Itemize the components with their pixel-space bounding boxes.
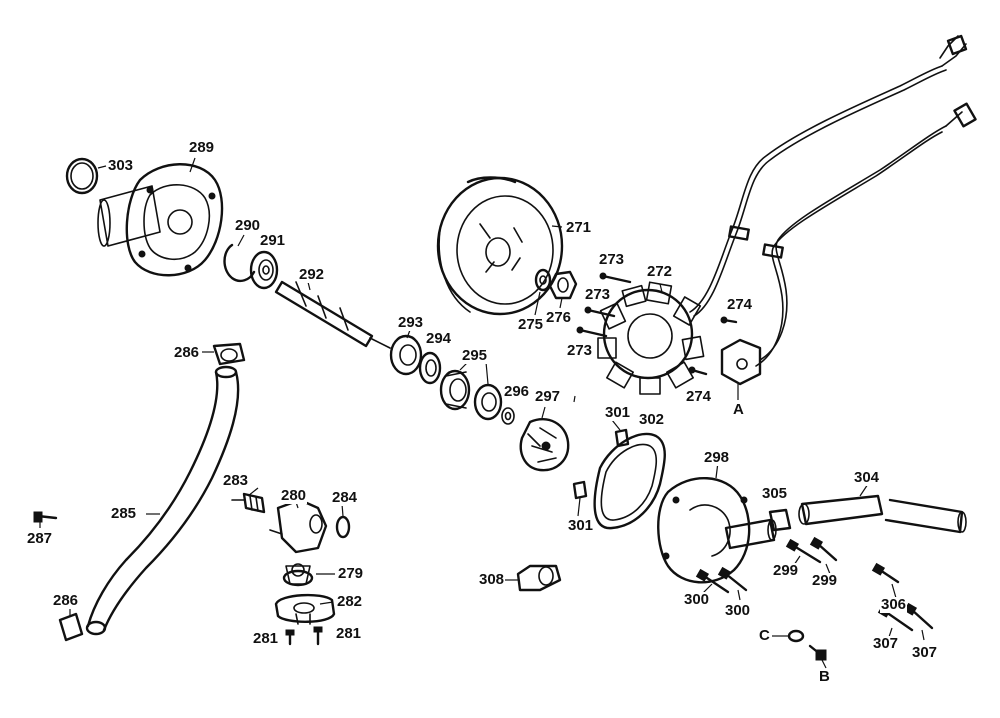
- label-274-upper: 274: [726, 296, 754, 313]
- label-273-top: 273: [598, 251, 626, 268]
- label-299-left: 299: [772, 562, 800, 579]
- part-272-stator: [597, 281, 705, 395]
- part-301-dowels: [572, 428, 630, 500]
- part-298-pump-cover: [657, 461, 777, 584]
- wiring-harness: [689, 34, 977, 367]
- label-281-right: 281: [335, 625, 363, 642]
- part-308-clip: [504, 564, 562, 592]
- label-301-top: 301: [604, 404, 632, 421]
- label-290: 290: [234, 217, 262, 234]
- part-296-washer: [501, 407, 515, 425]
- label-274-lower: 274: [685, 388, 713, 405]
- label-292: 292: [298, 266, 326, 283]
- part-289-pump-cover: [97, 157, 224, 277]
- label-271: 271: [565, 219, 593, 236]
- part-282-cover: [274, 593, 336, 625]
- label-285: 285: [110, 505, 138, 522]
- part-295-mechanical-seal: [439, 361, 503, 421]
- part-287-bolt: [33, 511, 58, 523]
- part-279-thermostat: [282, 563, 314, 587]
- label-300-left: 300: [683, 591, 711, 608]
- label-301-bottom: 301: [567, 517, 595, 534]
- part-299-bolts: [785, 536, 838, 564]
- part-294-seal: [418, 351, 442, 385]
- part-271-flywheel: [436, 176, 564, 316]
- pulser-pickup: [720, 338, 762, 400]
- part-285-hose: [85, 365, 240, 636]
- label-303: 303: [107, 157, 135, 174]
- part-300-bolts: [695, 566, 748, 594]
- part-291-bearing: [249, 250, 279, 290]
- label-287: 287: [26, 530, 54, 547]
- part-305-clamp: [768, 508, 792, 532]
- label-276: 276: [545, 309, 573, 326]
- label-298: 298: [703, 449, 731, 466]
- label-280: 280: [280, 487, 308, 504]
- part-297-impeller: [519, 406, 570, 472]
- label-282: 282: [336, 593, 364, 610]
- label-286-bottom: 286: [52, 592, 80, 609]
- part-281-bolts: [285, 626, 323, 646]
- label-305: 305: [761, 485, 789, 502]
- part-290-circlip: [223, 234, 256, 283]
- part-306-bolt: [871, 562, 900, 584]
- part-284-o-ring: [335, 515, 351, 539]
- label-281-left: 281: [252, 630, 280, 647]
- label-299-right: 299: [811, 572, 839, 589]
- part-303-o-ring: [65, 157, 107, 195]
- label-283: 283: [222, 472, 250, 489]
- label-297: 297: [534, 388, 562, 405]
- part-302-gasket: [593, 432, 666, 530]
- label-273-middle: 273: [584, 286, 612, 303]
- label-295: 295: [461, 347, 489, 364]
- ref-b-bolt: [808, 644, 827, 661]
- part-276-nut: [548, 270, 578, 309]
- label-ref-a: A: [732, 401, 745, 418]
- part-286-clamp-top: [212, 342, 246, 366]
- part-274-screws: [688, 316, 738, 376]
- part-286-clamp-bottom: [58, 608, 84, 642]
- label-293: 293: [397, 314, 425, 331]
- label-291: 291: [259, 232, 287, 249]
- label-294: 294: [425, 330, 453, 347]
- part-283-temp-sensor: [231, 492, 266, 514]
- part-292-shaft: [274, 280, 391, 349]
- part-273-screws: [576, 272, 632, 338]
- label-275: 275: [517, 316, 545, 333]
- label-302: 302: [638, 411, 666, 428]
- label-286-top: 286: [173, 344, 201, 361]
- label-308: 308: [478, 571, 506, 588]
- label-ref-b: B: [818, 668, 831, 685]
- ref-c-washer: [772, 629, 805, 643]
- part-293-bearing: [389, 329, 423, 376]
- label-307-right: 307: [911, 644, 939, 661]
- label-272: 272: [646, 263, 674, 280]
- label-ref-c: C: [758, 627, 771, 644]
- label-300-right: 300: [724, 602, 752, 619]
- label-304: 304: [853, 469, 881, 486]
- part-275-washer: [534, 268, 552, 316]
- label-296: 296: [503, 383, 531, 400]
- label-284: 284: [331, 489, 359, 506]
- label-306: 306: [880, 596, 908, 613]
- label-307-left: 307: [872, 635, 900, 652]
- part-304-hose: [798, 483, 967, 534]
- label-289: 289: [188, 139, 216, 156]
- label-273-bottom: 273: [566, 342, 594, 359]
- label-279: 279: [337, 565, 365, 582]
